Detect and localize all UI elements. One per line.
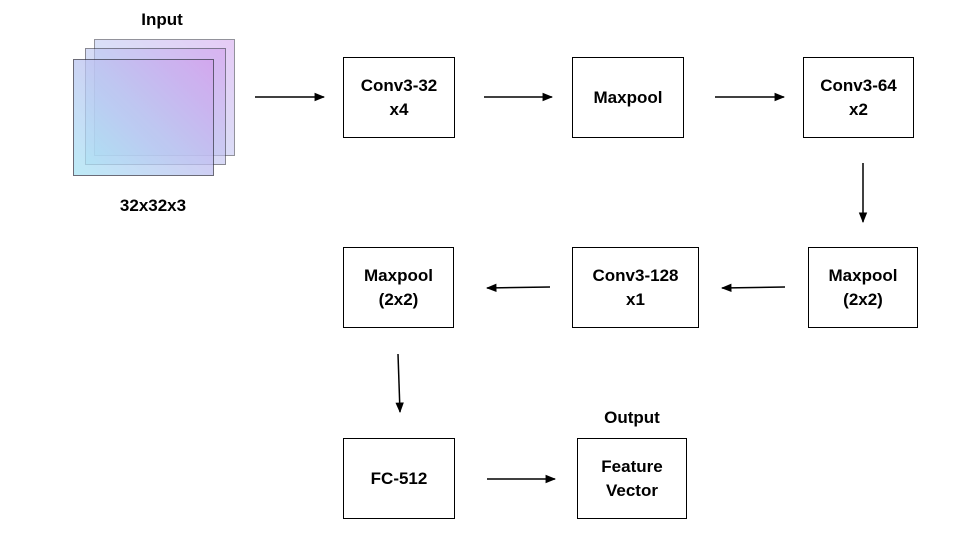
conv3-128-repeat: x1	[626, 289, 645, 309]
input-title: Input	[141, 10, 183, 29]
arrow-maxpool2-to-conv128	[720, 283, 786, 293]
maxpool-2-size: (2x2)	[843, 289, 883, 309]
conv3-64-repeat: x2	[849, 99, 868, 119]
fc-512-label: FC-512	[370, 468, 428, 488]
maxpool-block-2: Maxpool (2x2)	[808, 247, 918, 328]
conv3-32-repeat: x4	[389, 99, 409, 119]
maxpool-block-3: Maxpool (2x2)	[343, 247, 454, 328]
conv3-64-label: Conv3-64	[820, 75, 897, 95]
conv3-128-block: Conv3-128 x1	[572, 247, 699, 328]
maxpool-3-size: (2x2)	[378, 289, 419, 309]
fc-512-block: FC-512	[343, 438, 455, 519]
maxpool-2-label: Maxpool	[828, 265, 898, 285]
conv3-32-block: Conv3-32 x4	[343, 57, 455, 138]
arrow-maxpool3-to-fc	[395, 353, 404, 414]
maxpool-block-1: Maxpool	[572, 57, 684, 138]
arrow-conv128-to-maxpool3	[485, 283, 551, 293]
input-shape-label: 32x32x3	[119, 196, 187, 215]
feature-vector-label-2: Vector	[606, 480, 658, 500]
feature-vector-label-1: Feature	[601, 456, 663, 476]
maxpool-1-label: Maxpool	[593, 87, 663, 107]
maxpool-3-label: Maxpool	[364, 265, 433, 285]
input-layer-front	[73, 59, 214, 176]
conv3-128-label: Conv3-128	[592, 265, 679, 285]
output-title: Output	[604, 408, 660, 427]
conv3-32-label: Conv3-32	[360, 75, 438, 95]
conv3-64-block: Conv3-64 x2	[803, 57, 914, 138]
feature-vector-block: Feature Vector	[577, 438, 687, 519]
